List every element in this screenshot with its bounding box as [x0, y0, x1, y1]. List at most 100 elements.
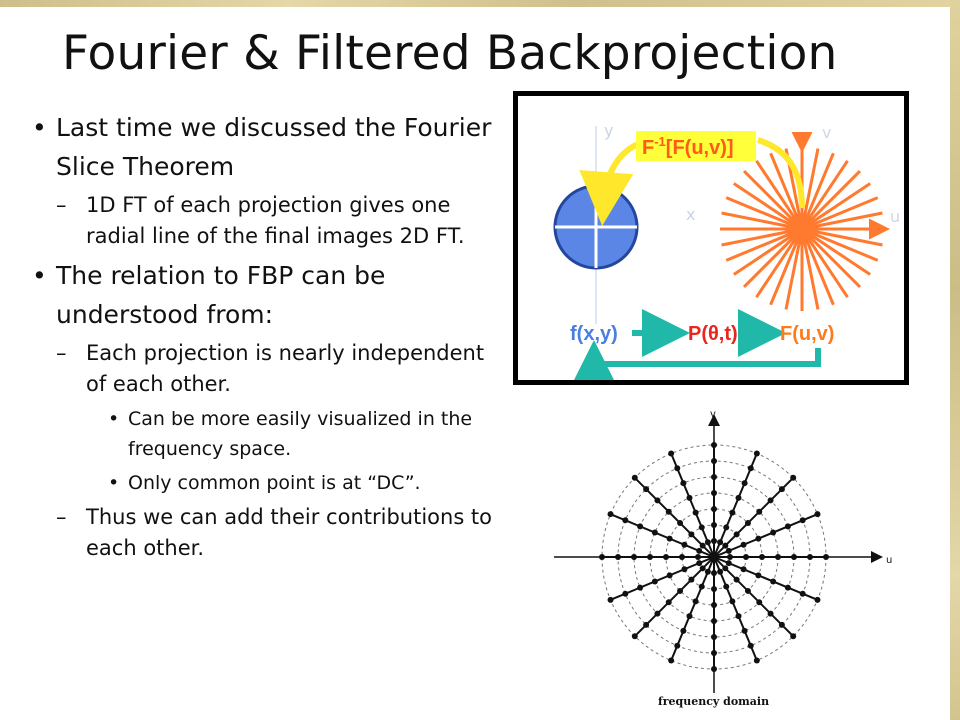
sample-point	[790, 474, 797, 481]
sample-point	[729, 509, 736, 516]
bullet-dot-icon: •	[108, 408, 120, 430]
sample-point	[680, 480, 687, 487]
sample-point	[622, 517, 629, 524]
sample-point	[681, 541, 688, 548]
sample-point	[747, 642, 754, 649]
sample-point	[692, 598, 699, 605]
bullet-text: Only common point is at “DC”.	[128, 472, 421, 494]
frequency-domain-svg: v u frequency domain	[554, 409, 892, 708]
sample-point	[799, 590, 806, 597]
bullet-dot-icon: •	[32, 261, 47, 290]
frequency-domain-figure: v u frequency domain	[550, 405, 910, 714]
sample-point	[631, 474, 638, 481]
sample-point	[733, 531, 740, 538]
bullet-dash-icon: –	[56, 193, 67, 217]
sample-point	[770, 578, 777, 585]
sample-point	[790, 633, 797, 640]
pipeline-p-label: P(θ,t)	[688, 323, 738, 345]
sample-point	[668, 657, 675, 664]
sample-point	[814, 596, 821, 603]
sample-point	[814, 511, 821, 518]
fourier-slice-diagram: y x v u F-1[F(u,v)] f(x,y) P(θ,t) F(u,v)	[513, 91, 909, 388]
sample-point	[692, 509, 699, 516]
sample-point	[666, 535, 673, 542]
bullet-item: –Each projection is nearly independent o…	[32, 338, 502, 400]
sample-point	[767, 610, 774, 617]
sample-point	[784, 584, 791, 591]
sample-point	[735, 613, 742, 620]
sample-point	[677, 587, 684, 594]
top-decor-band	[0, 0, 960, 7]
sample-point	[741, 480, 748, 487]
frequency-sample-points	[599, 442, 829, 672]
sample-point	[643, 486, 650, 493]
sample-point	[637, 523, 644, 530]
bullet-text: Last time we discussed the Fourier Slice…	[56, 113, 492, 181]
inverse-arrow-left	[579, 141, 640, 226]
sample-point	[696, 560, 703, 567]
axis-y-label: y	[604, 121, 613, 140]
sample-point	[753, 657, 760, 664]
freq-v-label: v	[710, 409, 716, 420]
sample-point	[698, 583, 705, 590]
sample-point	[651, 578, 658, 585]
bullet-dot-icon: •	[32, 113, 47, 142]
bullet-text: Thus we can add their contributions to e…	[86, 505, 493, 560]
right-decor-band	[950, 0, 960, 720]
sample-point	[753, 450, 760, 457]
sample-point	[643, 621, 650, 628]
sample-point	[770, 529, 777, 536]
sample-point	[688, 576, 695, 583]
inverse-arrow-right	[757, 137, 805, 209]
sample-point	[681, 566, 688, 573]
radial-lines-star	[720, 132, 890, 311]
axis-x-label: x	[686, 205, 695, 224]
sample-point	[680, 627, 687, 634]
sample-point	[725, 547, 732, 554]
axis-u-label: u	[890, 207, 900, 226]
sample-point	[784, 523, 791, 530]
sample-point	[677, 520, 684, 527]
bullet-dash-icon: –	[56, 505, 67, 529]
sample-point	[651, 529, 658, 536]
bullet-item: • The relation to FBP can be understood f…	[32, 256, 502, 334]
sample-point	[799, 517, 806, 524]
bullet-dash-icon: –	[56, 341, 67, 365]
bullet-item: •Only common point is at “DC”.	[32, 468, 502, 498]
bullet-item: –Thus we can add their contributions to …	[32, 502, 502, 564]
sample-point	[637, 584, 644, 591]
sample-point	[666, 572, 673, 579]
sample-point	[607, 596, 614, 603]
radial-line	[721, 211, 883, 247]
fourier-slice-svg: y x v u F-1[F(u,v)] f(x,y) P(θ,t) F(u,v)	[553, 121, 900, 388]
bullet-text: Each projection is nearly independent of…	[86, 341, 485, 396]
sample-point	[699, 565, 706, 572]
freq-caption: frequency domain	[658, 695, 769, 708]
sample-point	[717, 568, 724, 575]
sample-point	[740, 541, 747, 548]
sample-point	[723, 524, 730, 531]
sample-point	[698, 524, 705, 531]
sample-point	[699, 542, 706, 549]
slide-title: Fourier & Filtered Backprojection	[62, 26, 838, 81]
inverse-label: F-1[F(u,v)]	[642, 134, 734, 159]
sample-point	[723, 583, 730, 590]
sample-point	[704, 539, 711, 546]
sample-point	[665, 508, 672, 515]
sample-point	[767, 497, 774, 504]
bullet-text: 1D FT of each projection gives one radia…	[86, 193, 465, 248]
sample-point	[665, 599, 672, 606]
bullet-text: Can be more easily visualized in the fre…	[128, 408, 473, 460]
bullet-text: The relation to FBP can be understood fr…	[56, 261, 386, 329]
bullet-item: –1D FT of each projection gives one radi…	[32, 190, 502, 252]
sample-point	[740, 566, 747, 573]
sample-point	[696, 547, 703, 554]
sample-point	[725, 560, 732, 567]
sample-point	[717, 539, 724, 546]
sample-point	[733, 576, 740, 583]
sample-point	[722, 565, 729, 572]
inverse-label-box	[636, 131, 756, 161]
sample-point	[686, 494, 693, 501]
pipeline-F-label: F(u,v)	[780, 323, 834, 345]
sample-point	[688, 531, 695, 538]
